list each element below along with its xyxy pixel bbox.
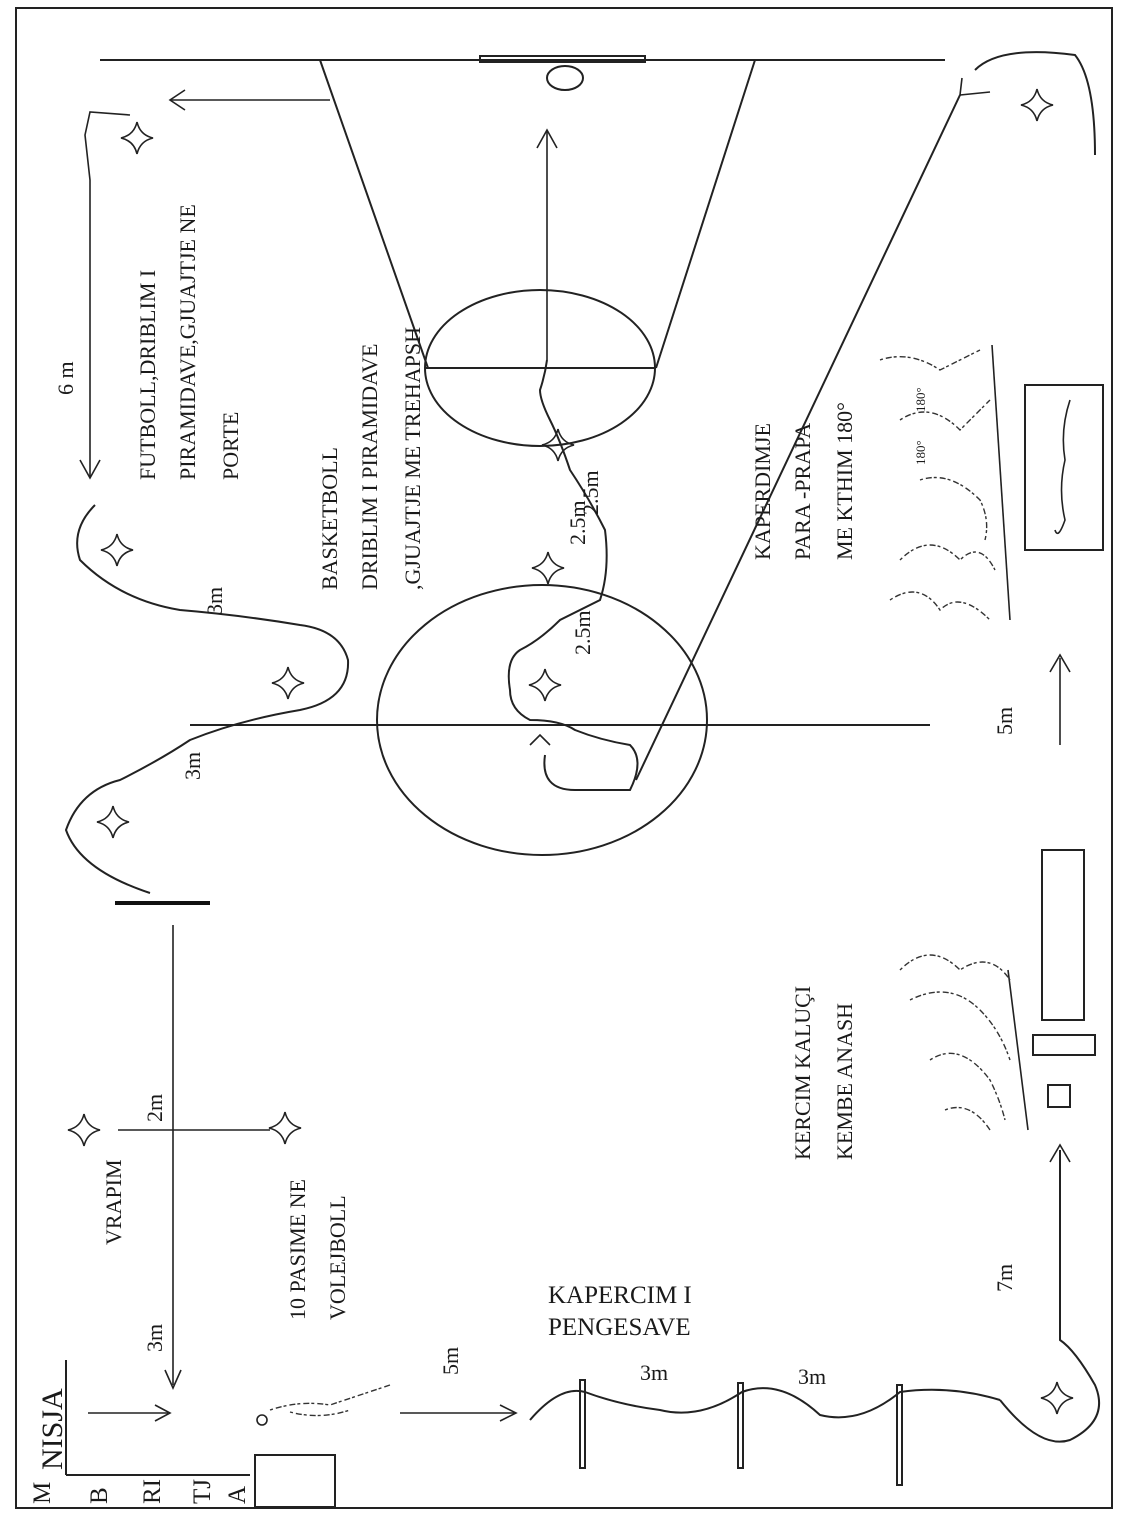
squat-jump-station — [899, 849, 1096, 1131]
star-icon — [1020, 88, 1054, 122]
label-volleyball-1: 10 PASIME NE — [285, 1179, 310, 1320]
football-slalom — [64, 89, 350, 905]
label-squat-jump-1: KERCIM KALUÇI — [790, 986, 815, 1160]
dist-fb-6m: 6 m — [53, 361, 78, 395]
dist-hurdle-gap-2: 3m — [798, 1364, 826, 1389]
star-icon — [531, 551, 565, 585]
label-rolls-2: PARA -PRAPA — [790, 423, 815, 560]
hurdle-bar — [737, 1382, 744, 1469]
label-volleyball-2: VOLEJBOLL — [325, 1195, 350, 1320]
mat-box — [1024, 384, 1104, 551]
small-box — [1047, 1084, 1071, 1108]
turn-label-2: 180° — [913, 387, 928, 412]
dist-cross-2m: 2m — [142, 1094, 167, 1122]
legend-box — [254, 1454, 336, 1508]
star-icon — [96, 805, 130, 839]
label-football-3: PORTE — [218, 412, 243, 480]
label-running: VRAPIM — [101, 1159, 126, 1245]
legend-letter-b: B — [86, 1487, 113, 1504]
label-basketball-2: DRIBLIM I PIRAMIDAVE — [357, 344, 382, 591]
hurdles — [529, 1379, 1001, 1486]
label-hurdles-2: PENGESAVE — [548, 1314, 691, 1341]
rolls-station: 180° 180° — [879, 344, 1104, 621]
slalom-path — [64, 504, 350, 894]
label-basketball-3: ,GJUAJTJE ME TREHAPSH — [400, 327, 425, 590]
arrow-up — [1049, 1143, 1071, 1163]
label-football-2: PIRAMIDAVE,GJUAJTJE NE — [175, 204, 200, 480]
side-arrow-5m — [1049, 653, 1071, 745]
dist-hurdle-gap-1: 3m — [640, 1360, 668, 1385]
hoop — [546, 65, 584, 91]
star-icon — [100, 533, 134, 567]
label-rolls-1: KAPERDIMJE — [750, 423, 775, 560]
start-label: NISJA — [36, 1388, 69, 1470]
dist-start-3m: 3m — [142, 1324, 167, 1352]
dist-bb-25-b: 2.5m — [565, 500, 590, 545]
label-basketball-1: BASKETBOLL — [317, 447, 342, 590]
star-icon — [120, 121, 154, 155]
star-icon — [1040, 1381, 1074, 1415]
legend-letter-m: M — [29, 1482, 56, 1504]
dist-bb-25-c: 2.5m — [578, 470, 603, 515]
start-arrow — [88, 1404, 172, 1422]
dribble-path — [507, 359, 639, 791]
dist-fb-3m-a: 3m — [180, 752, 205, 780]
dist-fb-3m-b: 3m — [202, 587, 227, 615]
label-rolls-3: ME KTHIM 180° — [832, 402, 857, 560]
low-bench — [1032, 1034, 1096, 1056]
running-lane — [118, 925, 270, 1390]
backboard — [479, 55, 646, 63]
dist-hurdles-5m: 5m — [438, 1347, 463, 1375]
return-path — [974, 51, 1096, 156]
legend-letter-tj: TJ — [189, 1479, 216, 1504]
star-icon — [67, 1113, 101, 1147]
star-icon — [271, 666, 305, 700]
legend-letter-ri: RI — [139, 1479, 166, 1504]
outer-frame — [15, 7, 1113, 1509]
label-hurdles-1: KAPERCIM I — [548, 1282, 692, 1309]
basketball-court — [100, 55, 991, 856]
star-icon — [268, 1111, 302, 1145]
label-squat-jump-2: KEMBE ANASH — [832, 1003, 857, 1160]
center-circle — [376, 584, 708, 856]
star-icon — [528, 668, 562, 702]
turn-label-1: 180° — [913, 440, 928, 465]
dist-side-7m: 7m — [992, 1264, 1017, 1292]
player-sketch — [256, 1384, 391, 1426]
hurdle-bar — [579, 1379, 586, 1469]
hurdle-bar — [896, 1384, 903, 1486]
hurdles-arrow — [400, 1404, 518, 1422]
legend: M B RI TJ A NISJA — [29, 1360, 336, 1508]
legend-letter-a: A — [224, 1486, 251, 1504]
dist-bb-25-a: 2.5m — [570, 610, 595, 655]
label-football-1: FUTBOLL,DRIBLIM I — [135, 270, 160, 480]
dist-side-5m: 5m — [992, 707, 1017, 735]
star-icon — [541, 428, 575, 462]
hurdles-exit-path — [999, 1150, 1100, 1443]
long-bench — [1041, 849, 1085, 1021]
